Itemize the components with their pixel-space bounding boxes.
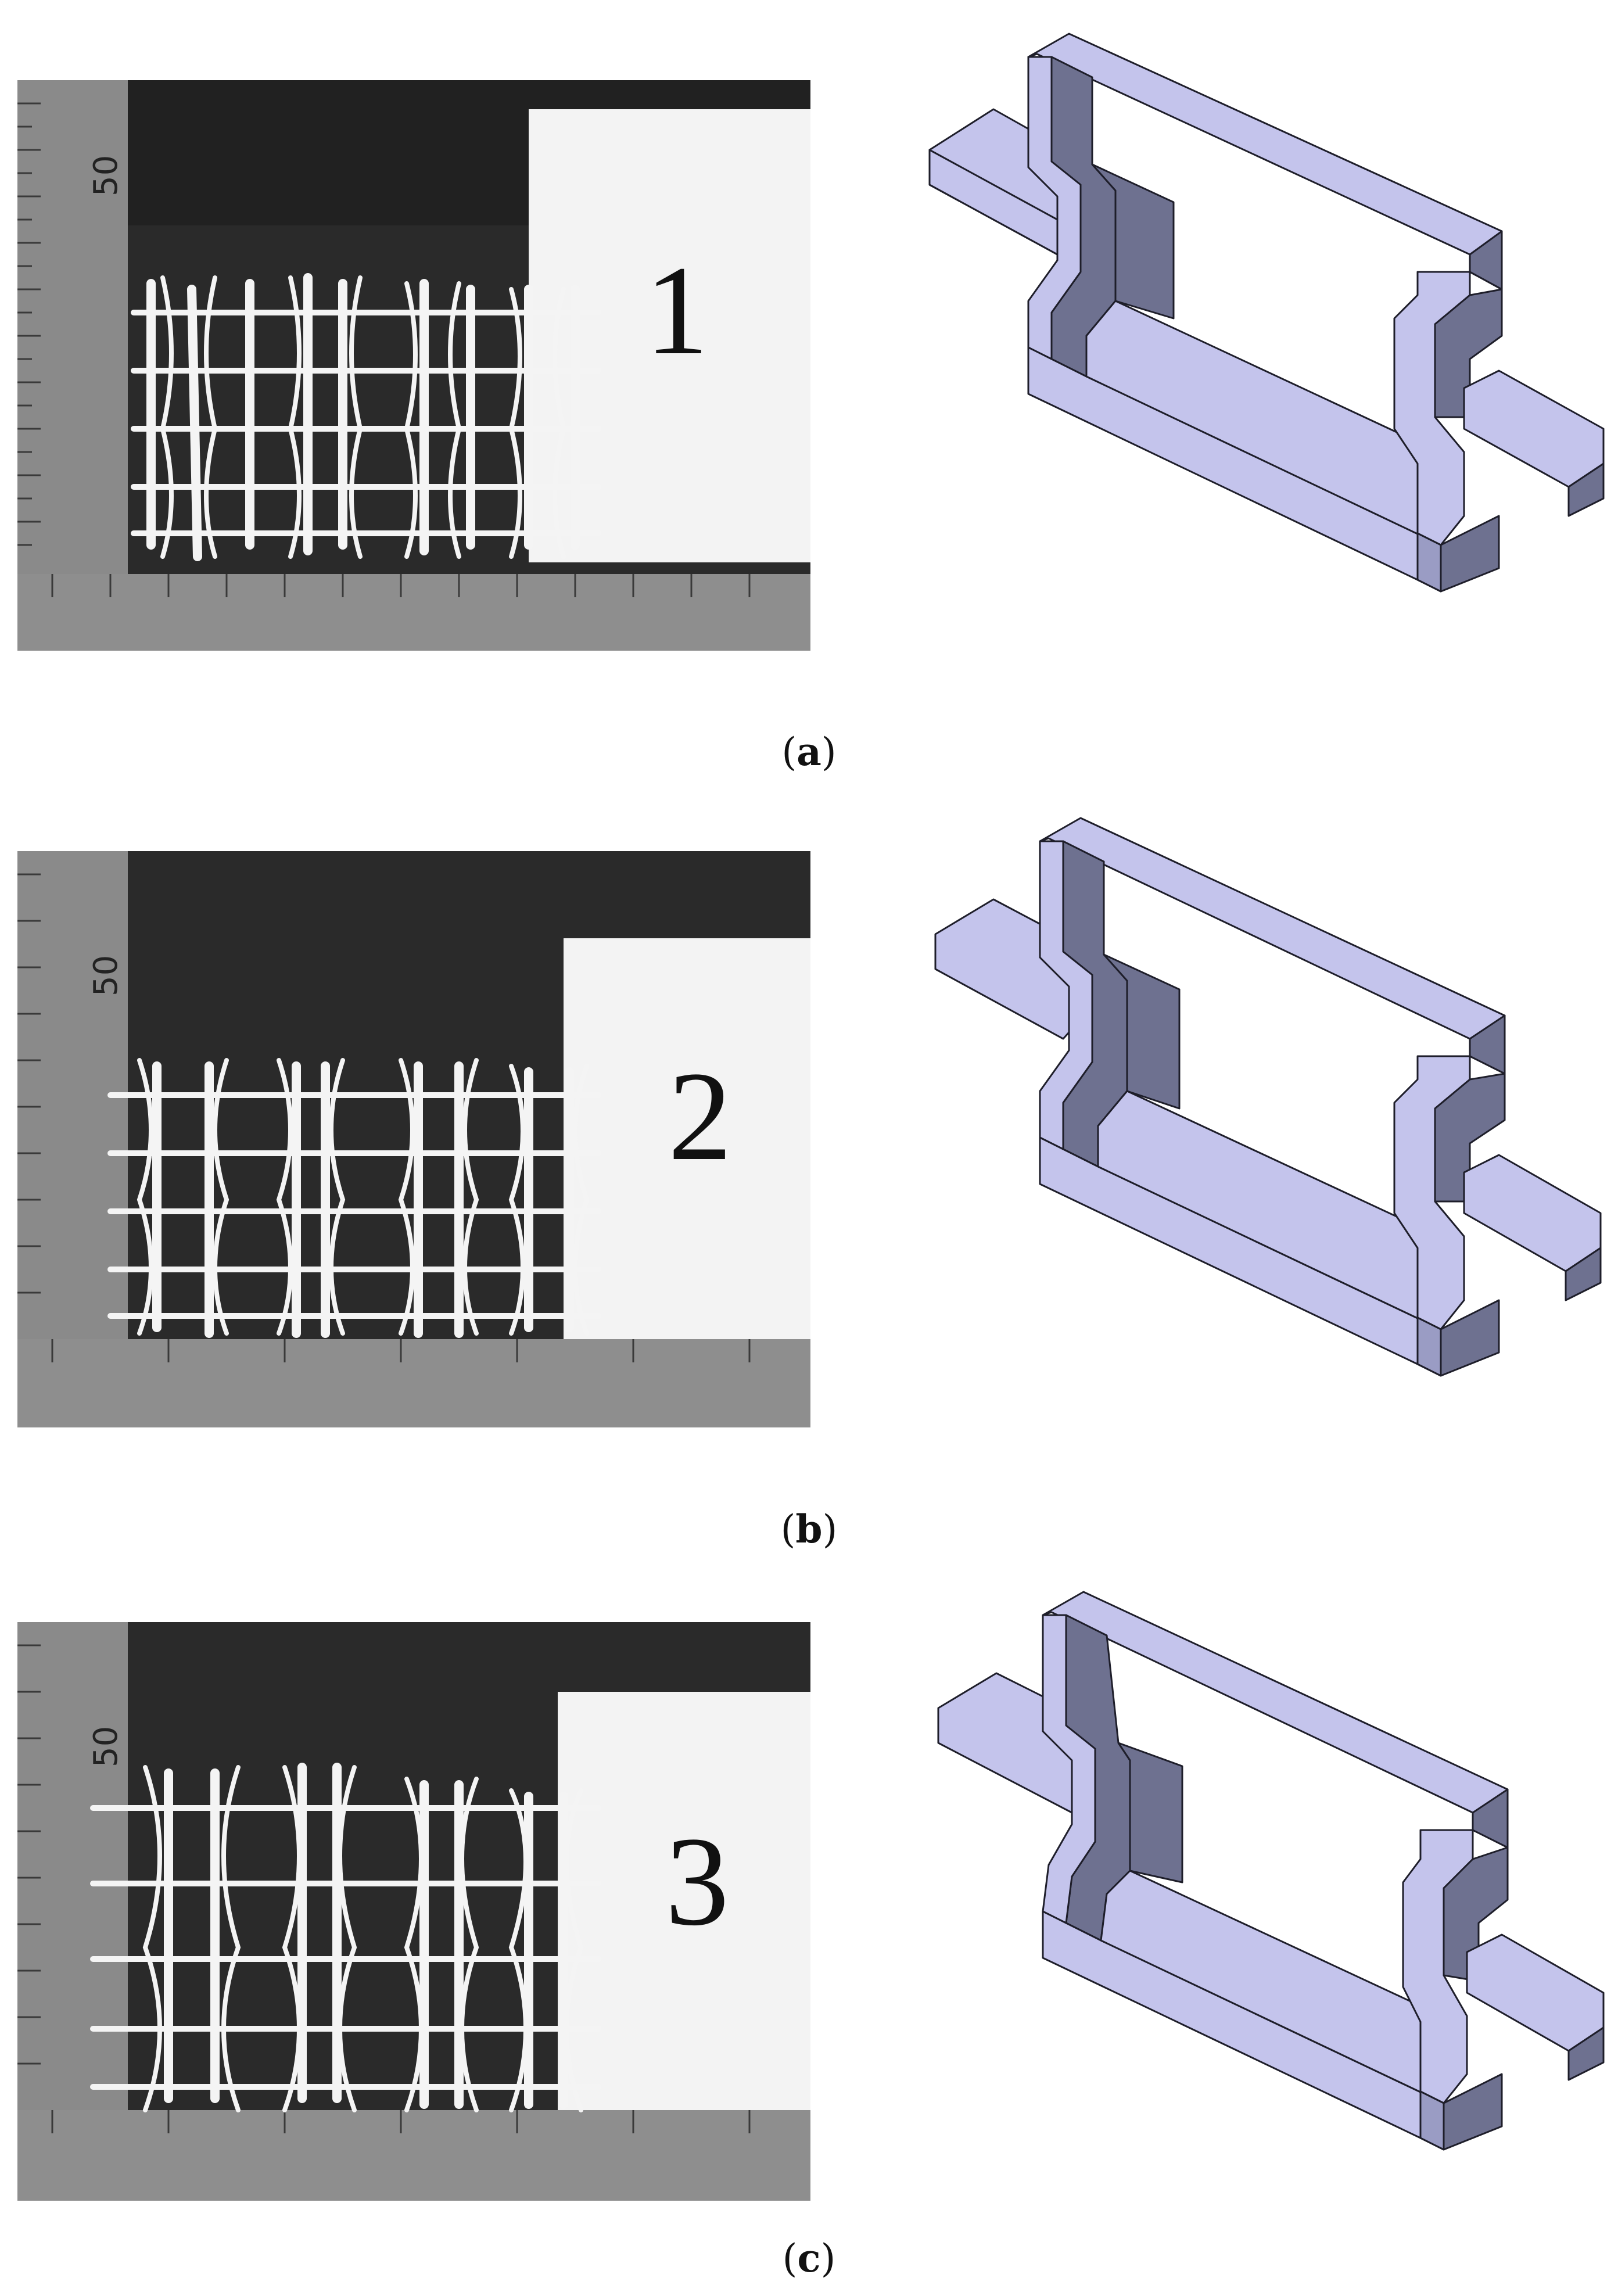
label-card [558, 1692, 810, 2133]
ruler-scale-label: 50 [87, 1725, 125, 1767]
caption-c: (c) [782, 2236, 836, 2281]
horizontal-ruler [17, 1339, 810, 1427]
lattice-specimen [90, 1763, 601, 2112]
cad-model-b [924, 795, 1609, 1411]
photo-panel-a: 50 1 [17, 80, 810, 651]
horizontal-ruler [17, 574, 810, 651]
specimen-card-number: 1 [645, 239, 709, 381]
cad-model-c [927, 1569, 1612, 2184]
photo-panel-c: 50 3 [17, 1622, 810, 2201]
photo-panel-b: 50 2 [17, 851, 810, 1427]
ruler-scale-label: 50 [87, 955, 125, 996]
label-card [564, 938, 810, 1345]
cad-model-a [918, 10, 1615, 638]
specimen-card-number: 3 [665, 1810, 729, 1952]
caption-b: (b) [780, 1506, 838, 1552]
specimen-photo-a [17, 80, 810, 651]
specimen-photo-b [17, 851, 810, 1427]
ruler-scale-label: 50 [87, 155, 125, 196]
vertical-ruler [17, 851, 128, 1427]
vertical-ruler [17, 80, 128, 651]
lattice-specimen [131, 273, 601, 561]
vertical-ruler [17, 1622, 128, 2201]
specimen-card-number: 2 [668, 1045, 732, 1187]
horizontal-ruler [17, 2110, 810, 2201]
specimen-photo-c [17, 1622, 810, 2201]
caption-a: (a) [781, 729, 837, 774]
lattice-specimen [107, 1058, 601, 1338]
